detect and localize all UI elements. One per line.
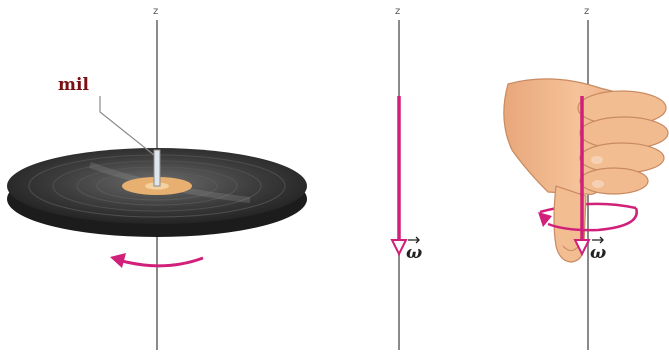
callout-leader xyxy=(100,96,154,155)
record-panel: z mil xyxy=(7,6,307,350)
omega-vector-label: ω xyxy=(590,237,606,263)
right-hand-thumb-down-icon xyxy=(504,79,668,262)
omega-vector-label: ω xyxy=(406,237,422,263)
svg-text:ω: ω xyxy=(590,243,606,263)
mil-label: mil xyxy=(58,75,89,95)
vector-panel: z ω xyxy=(392,6,422,350)
z-axis-label: z xyxy=(153,6,158,17)
record-spindle xyxy=(154,150,160,186)
right-hand-panel: z ω xyxy=(504,6,668,350)
z-axis-label: z xyxy=(395,6,400,17)
omega-vector-arrow xyxy=(392,96,406,254)
svg-text:ω: ω xyxy=(406,243,422,263)
z-axis-label: z xyxy=(584,6,589,17)
